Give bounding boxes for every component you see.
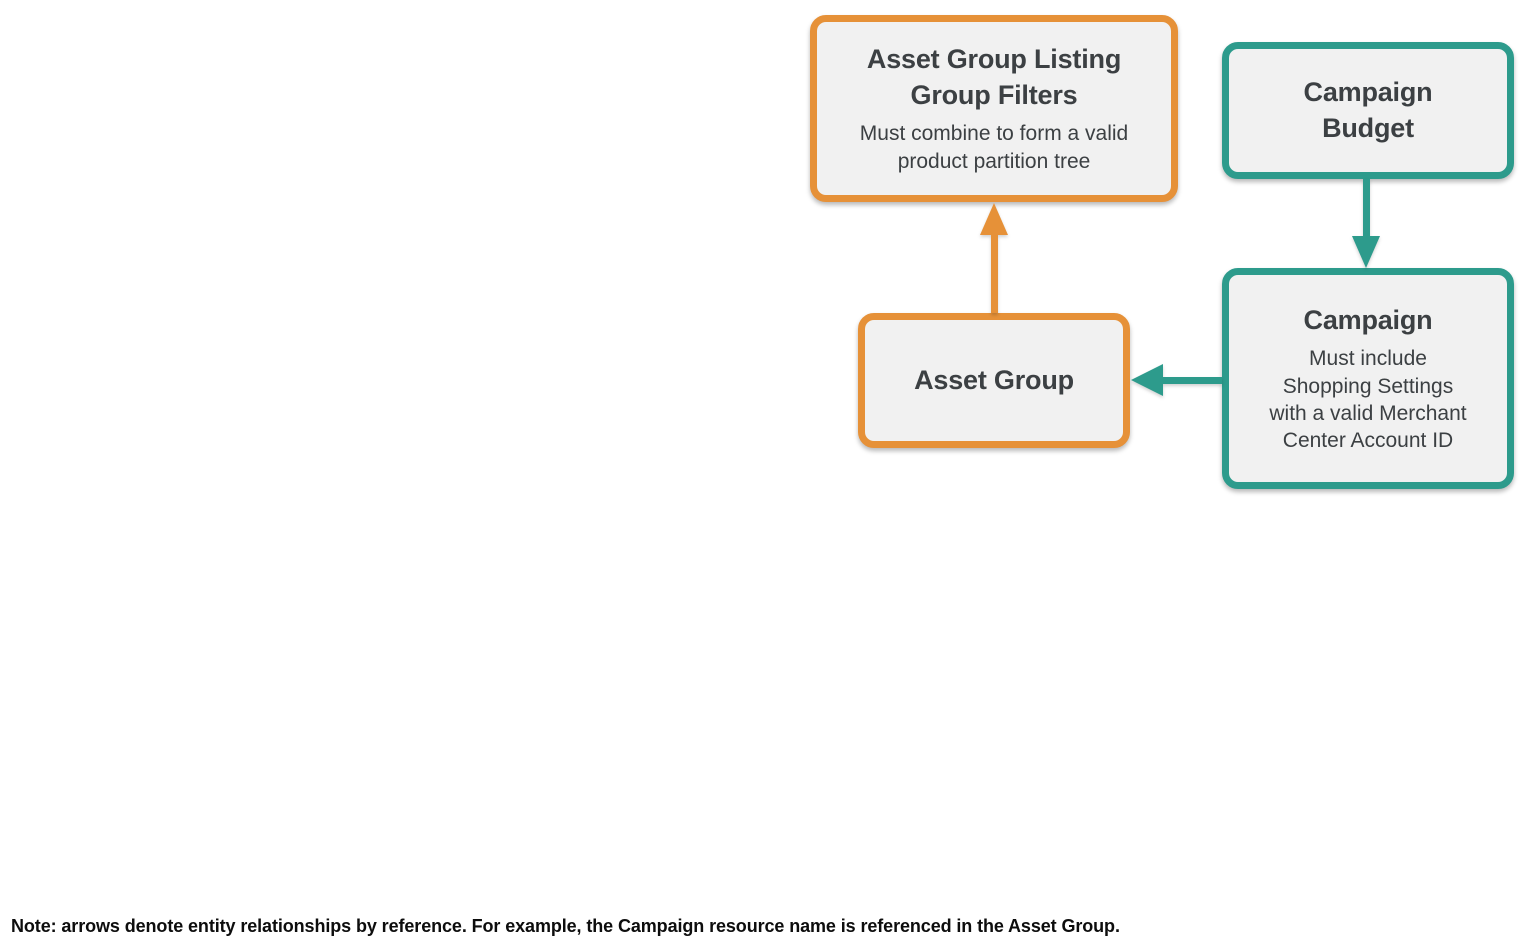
node-asset-group-listing-group-filters: Asset Group Listing Group Filters Must c…: [810, 15, 1178, 202]
arrow-budget-to-campaign: [1352, 179, 1380, 268]
node-asset-group: Asset Group: [858, 313, 1130, 448]
node-campaign-budget: Campaign Budget: [1222, 42, 1514, 179]
node-subtitle: Must combine to form a valid product par…: [859, 122, 1129, 173]
node-campaign: Campaign Must include Shopping Settings …: [1222, 268, 1514, 489]
node-title: Asset Group: [914, 364, 1074, 395]
arrow-shaft: [990, 231, 998, 313]
node-title: Campaign: [1303, 304, 1433, 335]
arrow-asset-group-to-filters: [980, 203, 1008, 313]
footnote: Note: arrows denote entity relationships…: [11, 916, 1120, 936]
node-title: Asset Group Listing Group Filters: [866, 44, 1122, 110]
arrowhead-down-icon: [1352, 236, 1380, 268]
arrowhead-left-icon: [1131, 364, 1163, 396]
arrowhead-up-icon: [980, 203, 1008, 235]
arrow-campaign-to-asset-group: [1131, 364, 1222, 396]
arrow-shaft: [1159, 376, 1222, 384]
node-subtitle: Must include Shopping Settings with a va…: [1269, 347, 1467, 453]
node-title: Campaign Budget: [1303, 76, 1433, 143]
arrow-shaft: [1362, 179, 1370, 240]
